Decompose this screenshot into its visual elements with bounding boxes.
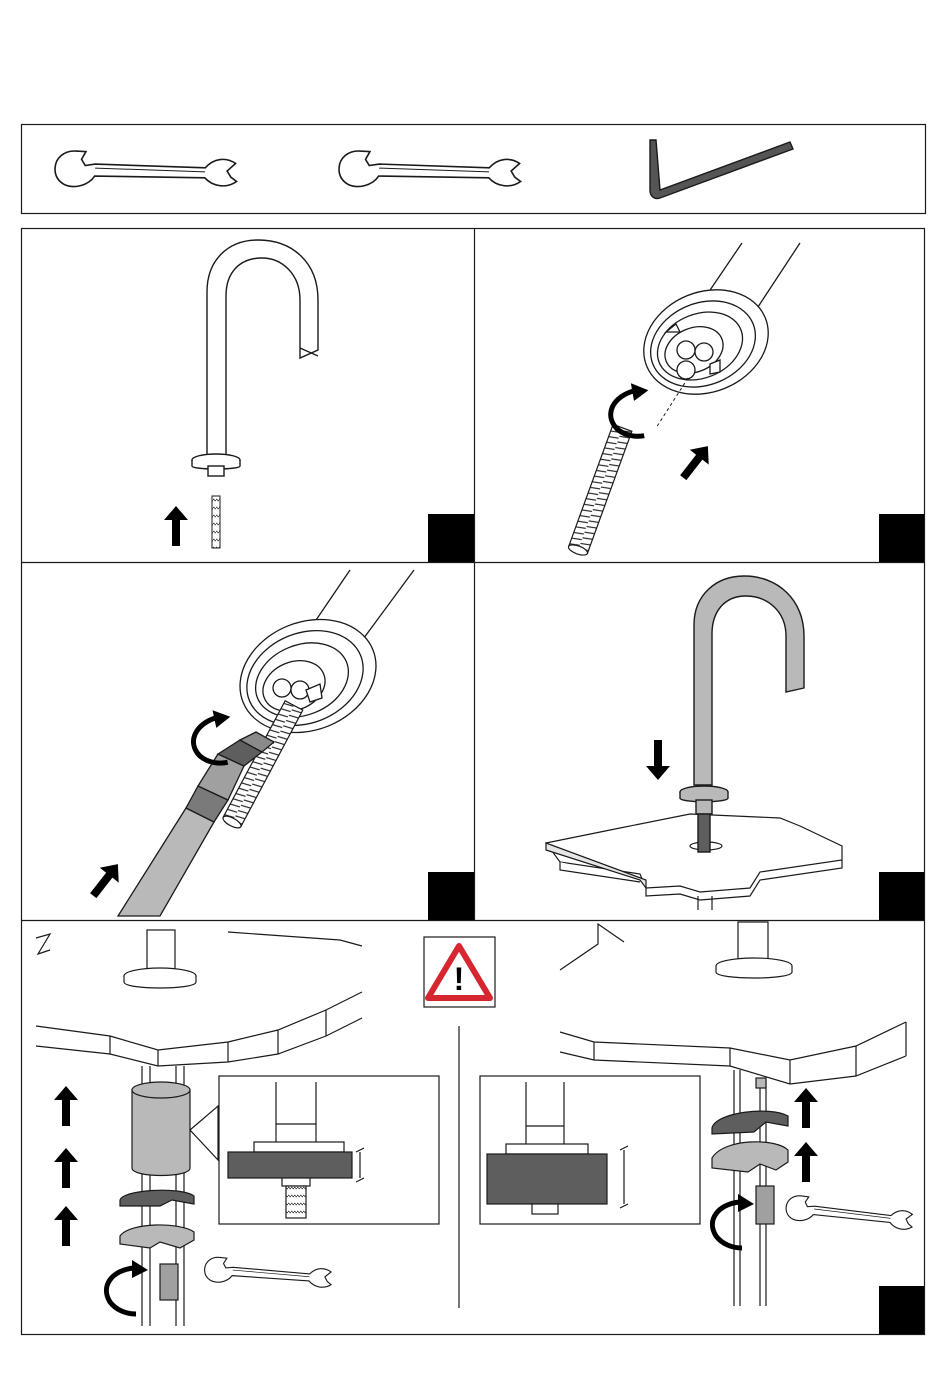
warning-triangle-icon: ! xyxy=(424,937,495,1007)
spout-outline xyxy=(192,240,318,476)
detail-inset xyxy=(219,1076,439,1224)
up-arrow-icon xyxy=(794,1088,818,1128)
lock-washer xyxy=(712,1111,788,1134)
step-5-tighten-from-below: ! xyxy=(36,922,914,1326)
open-end-wrench-icon xyxy=(338,150,522,195)
up-arrow-icon xyxy=(54,1086,78,1126)
up-arrow-icon xyxy=(794,1142,818,1182)
allen-key-icon xyxy=(650,140,793,199)
step-2-screw-rod-into-base xyxy=(567,243,800,557)
fixing-plate xyxy=(120,1225,194,1248)
diagonal-arrow-icon xyxy=(674,439,718,485)
fixing-nut xyxy=(756,1186,774,1224)
step-1-insert-threaded-rod xyxy=(164,240,318,548)
up-arrow-icon xyxy=(164,506,188,546)
warning-symbol: ! xyxy=(454,961,465,997)
fixing-plate xyxy=(712,1142,788,1172)
open-end-wrench-icon xyxy=(54,150,238,195)
down-arrow-icon xyxy=(646,740,670,780)
rotate-arrow-icon xyxy=(712,1194,754,1248)
diagonal-arrow-icon xyxy=(84,857,128,903)
spout-gray xyxy=(680,576,804,852)
step-4-lower-spout xyxy=(546,576,842,910)
fixing-nut xyxy=(160,1264,178,1300)
threaded-rod-small xyxy=(212,496,220,548)
step-5-right-correct xyxy=(480,922,914,1306)
spout-base-flange xyxy=(628,243,800,412)
lock-washer xyxy=(120,1190,194,1206)
open-end-wrench-icon xyxy=(203,1256,332,1294)
open-end-wrench-icon xyxy=(785,1194,915,1236)
threaded-rod xyxy=(567,424,632,557)
supply-hose xyxy=(118,732,274,916)
up-arrow-icon xyxy=(54,1206,78,1246)
up-arrow-icon xyxy=(54,1148,78,1188)
tools-box xyxy=(22,125,926,214)
step-3-connect-hose xyxy=(84,570,414,916)
spout-base-flange xyxy=(223,570,414,752)
step-5-left-incorrect xyxy=(36,930,439,1326)
detail-inset xyxy=(480,1076,700,1224)
countertop xyxy=(546,814,842,910)
locking-sleeve xyxy=(132,1082,190,1176)
